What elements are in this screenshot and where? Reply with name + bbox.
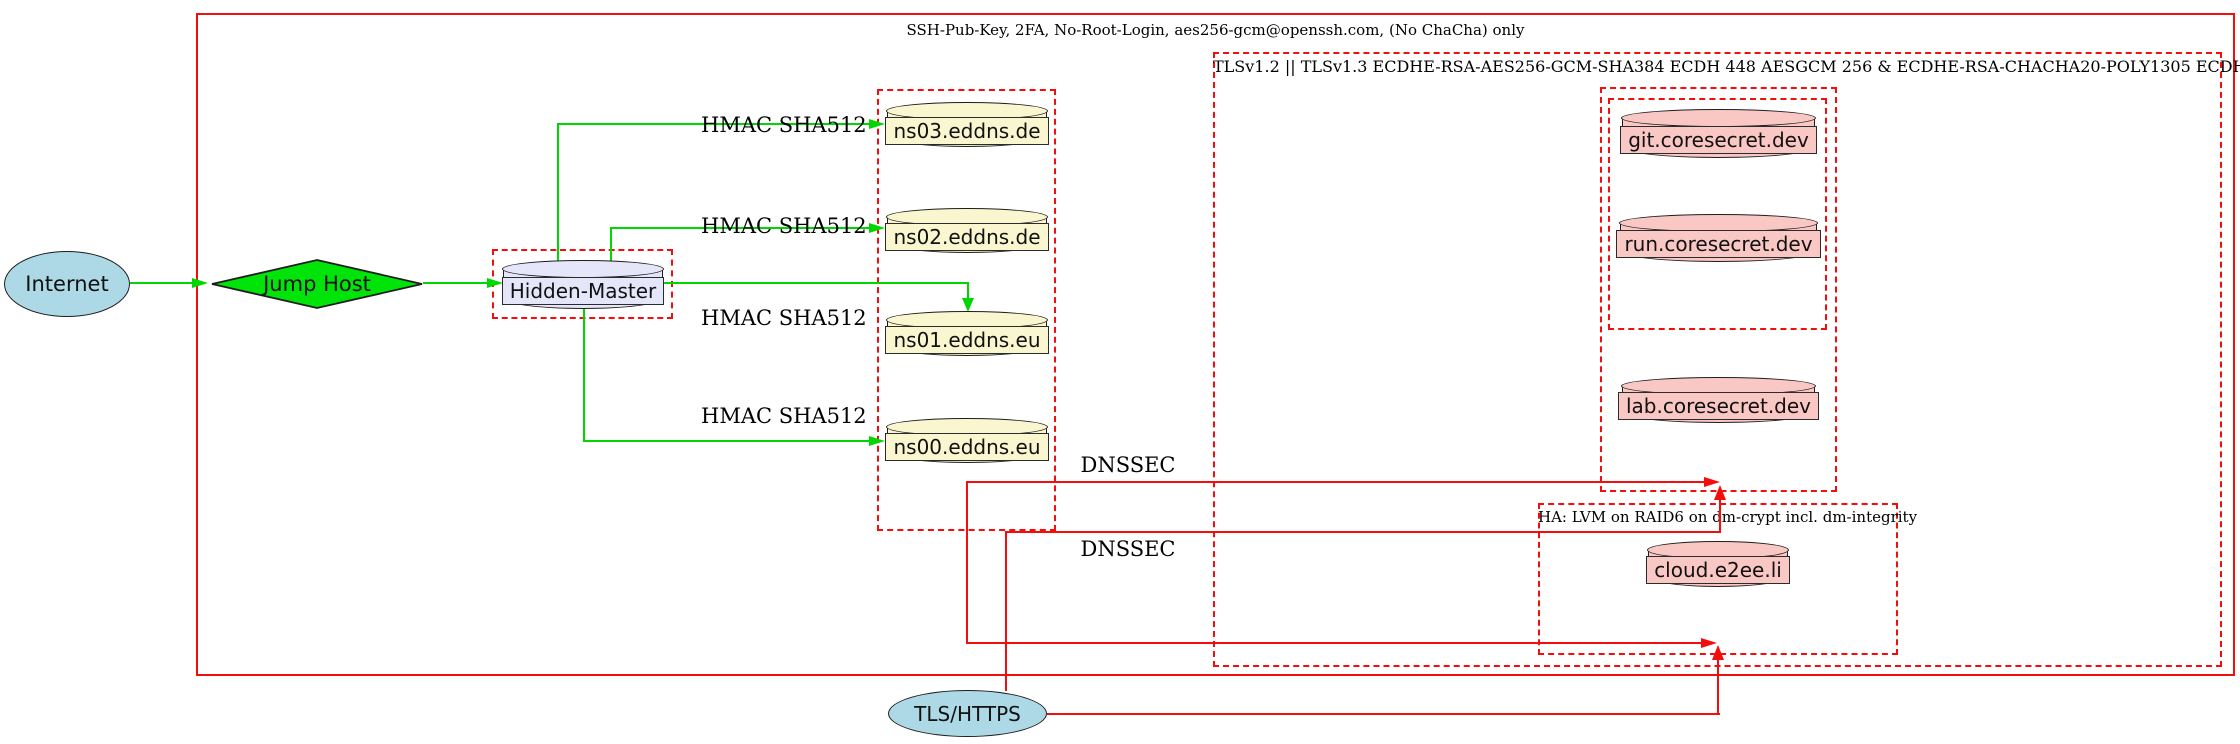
edge-hm-ns01-v [967, 282, 969, 298]
node-ns02: ns02.eddns.de [885, 208, 1049, 253]
node-run-label: run.coresecret.dev [1616, 230, 1821, 258]
node-cloud-label: cloud.e2ee.li [1646, 556, 1790, 584]
node-ns03: ns03.eddns.de [885, 102, 1049, 147]
node-hidden-master-label: Hidden-Master [501, 276, 665, 305]
edge-hm-ns02-h [610, 227, 869, 229]
edge-tls-coresecret-v1 [1005, 531, 1007, 691]
edge-ns-coresecret-v [966, 481, 968, 644]
node-git: git.coresecret.dev [1620, 109, 1817, 158]
node-lab: lab.coresecret.dev [1617, 377, 1820, 423]
diamond-shape [211, 259, 423, 309]
arrowhead-ha-up [1712, 645, 1724, 660]
node-cloud: cloud.e2ee.li [1646, 541, 1790, 587]
node-jump-host: Jump Host [210, 259, 424, 309]
edge-tls-coresecret-v2 [1719, 499, 1721, 533]
node-git-label: git.coresecret.dev [1620, 125, 1817, 154]
arrowhead-jumphost [192, 278, 208, 288]
edge-tls-ha-v [1717, 660, 1719, 715]
edge-label-dnssec-1: DNSSEC [1080, 453, 1176, 477]
edge-hm-ns02-v [610, 227, 612, 263]
edge-label-dnssec-2: DNSSEC [1080, 537, 1176, 561]
arrowhead-hiddenmaster [487, 278, 503, 288]
cluster-coresecret-inner-box [1608, 98, 1827, 330]
node-ns02-label: ns02.eddns.de [885, 222, 1049, 251]
node-ns00: ns00.eddns.eu [885, 418, 1049, 463]
edge-label-hmac-2: HMAC SHA512 [701, 214, 867, 238]
edge-jumphost-hiddenmaster [423, 282, 487, 284]
node-ns03-label: ns03.eddns.de [885, 116, 1049, 145]
cluster-ssh-box [196, 13, 2235, 676]
cluster-ssh-label: SSH-Pub-Key, 2FA, No-Root-Login, aes256-… [906, 21, 1525, 39]
cluster-tls-label: TLSv1.2 || TLSv1.3 ECDHE-RSA-AES256-GCM-… [1213, 57, 2240, 76]
node-ns00-label: ns00.eddns.eu [885, 432, 1049, 461]
arrowhead-ns02 [869, 223, 885, 233]
edge-hm-ns00-h [583, 440, 869, 442]
edge-tls-ha-h [1047, 713, 1720, 715]
edge-hm-ns03-v [557, 123, 559, 263]
arrowhead-ns03 [869, 119, 885, 129]
cluster-ha-label: HA: LVM on RAID6 on dm-crypt incl. dm-in… [1538, 508, 1918, 526]
node-tls-https-label: TLS/HTTPS [914, 701, 1021, 726]
edge-internet-jumphost [130, 282, 194, 284]
node-jump-host-label: Jump Host [263, 272, 371, 296]
node-tls-https: TLS/HTTPS [888, 690, 1047, 737]
node-run: run.coresecret.dev [1616, 214, 1821, 262]
node-internet: Internet [4, 251, 130, 317]
edge-label-hmac-4: HMAC SHA512 [701, 404, 867, 428]
arrowhead-coresecret-right [1704, 477, 1720, 487]
edge-hm-ns01-h [663, 282, 969, 284]
arrowhead-coresecret-up [1714, 485, 1726, 500]
arrowhead-ns00 [869, 436, 885, 446]
arrowhead-ha-right [1701, 638, 1717, 648]
node-hidden-master: Hidden-Master [501, 260, 665, 309]
node-ns01: ns01.eddns.eu [885, 311, 1049, 356]
node-lab-label: lab.coresecret.dev [1617, 392, 1820, 420]
edge-tls-coresecret-h [1005, 531, 1721, 533]
edge-ns-ha-h [966, 642, 1701, 644]
edge-label-hmac-3: HMAC SHA512 [701, 306, 867, 330]
node-internet-label: Internet [25, 272, 109, 296]
arrowhead-ns01 [962, 298, 974, 312]
edge-hm-ns03-h [557, 123, 869, 125]
node-ns01-label: ns01.eddns.eu [885, 325, 1049, 354]
edge-hm-ns00-v [583, 309, 585, 442]
edge-label-hmac-1: HMAC SHA512 [701, 113, 867, 137]
edge-ns-coresecret-h [966, 481, 1704, 483]
